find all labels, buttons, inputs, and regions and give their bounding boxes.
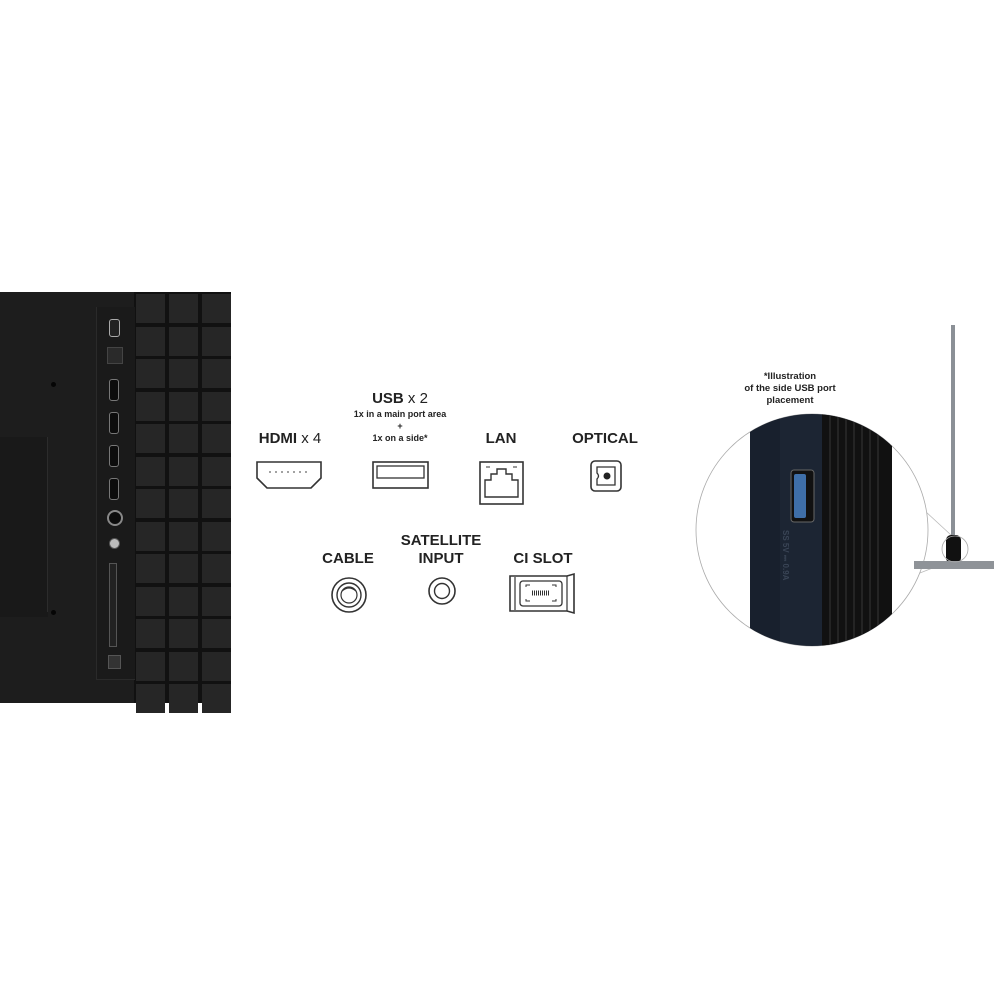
- vent-tile: [202, 619, 231, 648]
- vent-tile: [202, 294, 231, 323]
- vent-tile: [169, 684, 198, 713]
- port-strip: [96, 307, 135, 680]
- usb-note-line2: 1x on a side*: [372, 433, 428, 443]
- usb-port: [109, 319, 120, 337]
- vent-tile: [202, 586, 231, 616]
- panel-recess: [0, 437, 48, 617]
- satellite-port: [109, 538, 120, 549]
- vent-tile: [169, 294, 198, 323]
- vent-tile: [136, 521, 165, 551]
- usb-label: USB x 2: [372, 390, 428, 407]
- vent-tile: [202, 359, 231, 388]
- magnified-tv-side: [750, 414, 892, 646]
- vent-tile: [169, 456, 198, 486]
- tv-foot: [946, 535, 961, 563]
- vent-tile: [202, 456, 231, 486]
- lan-label: LAN: [485, 430, 517, 447]
- usb-note-line1: 1x in a main port area: [353, 409, 447, 419]
- satellite-label-line1: SATELLITE: [400, 532, 482, 549]
- vent-tile: [136, 294, 165, 323]
- vent-tile: [202, 684, 231, 713]
- vent-tile: [169, 554, 198, 583]
- vent-tile: [169, 521, 198, 551]
- zoom-source-circle: [941, 535, 969, 563]
- vent-tile: [169, 586, 198, 616]
- vent-tile: [136, 586, 165, 616]
- vent-tile: [202, 651, 231, 681]
- panel-rail: [47, 437, 48, 612]
- ci-slot-icon: [509, 572, 575, 615]
- satellite-port-icon: [428, 577, 456, 605]
- vent-tile: [136, 554, 165, 583]
- vent-tile: [169, 619, 198, 648]
- vent-tile: [202, 554, 231, 583]
- vent-tile: [169, 359, 198, 388]
- hdmi-port-icon: [256, 461, 322, 489]
- hdmi-port: [109, 379, 119, 401]
- vent-tile: [136, 424, 165, 453]
- lan-port: [107, 347, 123, 364]
- vent-tile: [136, 489, 165, 518]
- vent-tile: [169, 391, 198, 421]
- vent-tile: [136, 359, 165, 388]
- vent-tile: [202, 489, 231, 518]
- vent-tile: [136, 619, 165, 648]
- hdmi-label: HDMI x 4: [258, 430, 322, 447]
- vent-tile: [169, 424, 198, 453]
- optical-label: OPTICAL: [572, 430, 638, 447]
- screw-hole: [51, 610, 56, 615]
- usb-note-plus: +: [397, 421, 403, 431]
- hdmi-port: [109, 478, 119, 500]
- vent-tile: [202, 424, 231, 453]
- vent-grid: [134, 292, 231, 713]
- tv-stand-base: [914, 561, 994, 569]
- vent-tile: [169, 326, 198, 356]
- optical-port: [108, 655, 121, 669]
- vent-tile: [202, 391, 231, 421]
- usb-port-icon: [372, 461, 429, 489]
- ci-slot: [109, 563, 117, 647]
- vent-tile: [136, 684, 165, 713]
- optical-port-icon: [590, 460, 622, 492]
- vent-tile: [136, 651, 165, 681]
- tv-side-profile: [951, 325, 955, 540]
- vent-tile: [202, 521, 231, 551]
- cable-port: [107, 510, 123, 526]
- vent-tile: [136, 456, 165, 486]
- usb-port-marking: SS 5V ⎓ 0.9A: [781, 530, 790, 581]
- screw-hole: [51, 382, 56, 387]
- cable-port-icon: [331, 577, 367, 613]
- lan-port-icon: [479, 461, 524, 505]
- vent-tile: [169, 489, 198, 518]
- hdmi-port: [109, 412, 119, 434]
- cable-label: CABLE: [322, 550, 374, 567]
- vent-tile: [136, 326, 165, 356]
- vent-tile: [169, 651, 198, 681]
- satellite-label-line2: INPUT: [418, 550, 464, 567]
- side-usb-caption: *Illustration of the side USB port place…: [744, 371, 836, 406]
- ci-slot-label: CI SLOT: [513, 550, 573, 567]
- vent-tile: [136, 391, 165, 421]
- hdmi-port: [109, 445, 119, 467]
- vent-tile: [202, 326, 231, 356]
